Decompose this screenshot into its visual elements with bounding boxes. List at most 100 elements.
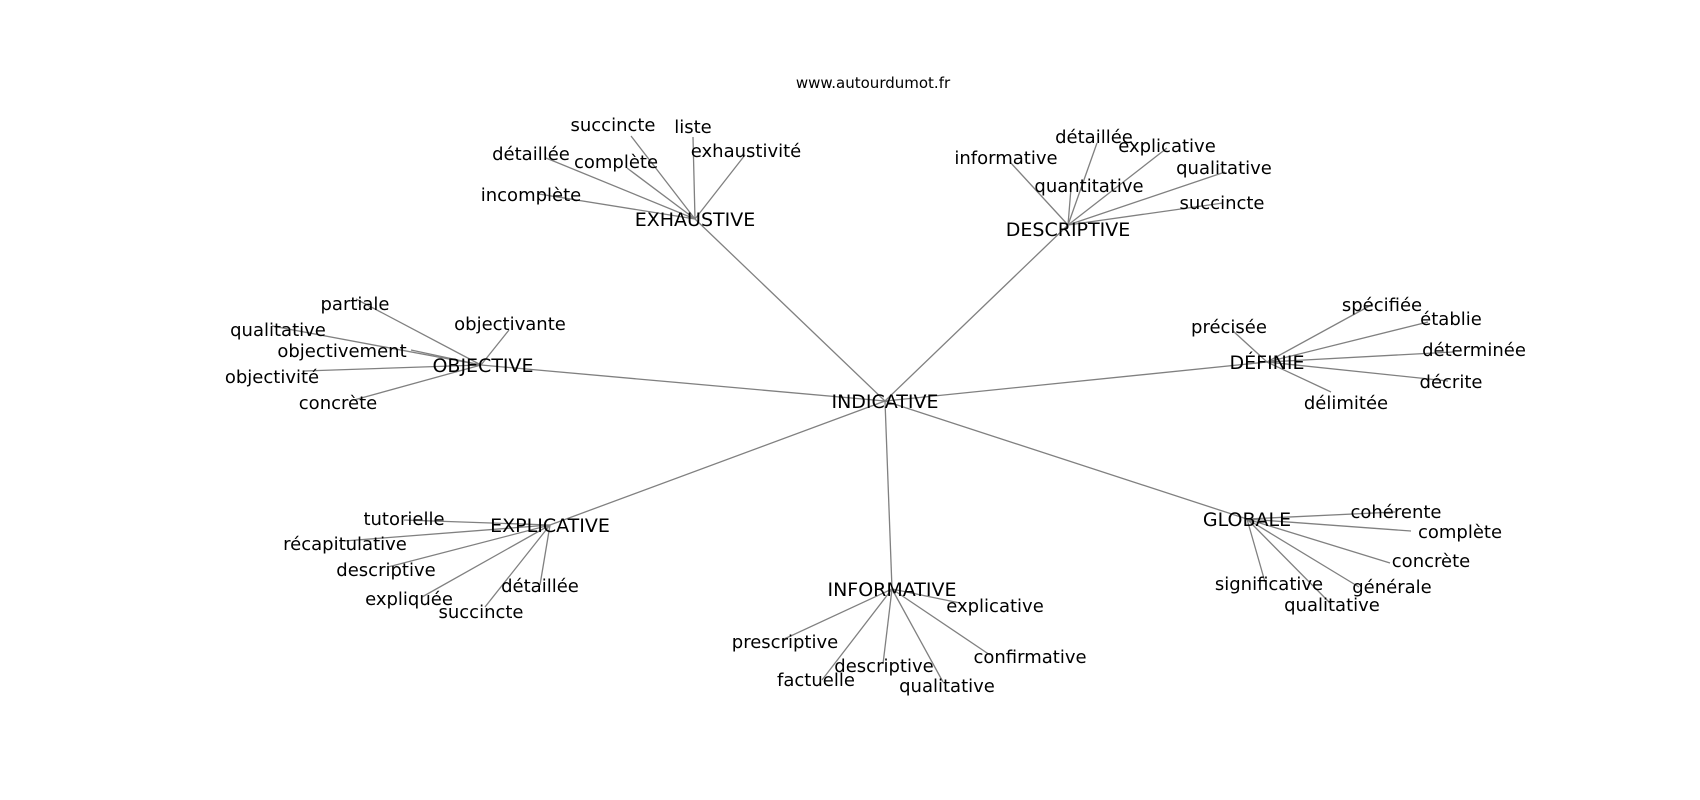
edge-hub-to-word <box>1266 303 1374 363</box>
word-node-label: descriptive <box>834 656 933 677</box>
word-node-label: concrète <box>1392 551 1470 572</box>
edge-center-to-hub <box>884 224 1069 402</box>
word-node-label: détaillée <box>492 144 570 165</box>
word-node-label: objectivante <box>454 314 566 335</box>
word-node-label: factuelle <box>777 670 855 691</box>
edge-hub-to-word <box>387 524 551 568</box>
word-node-label: qualitative <box>899 676 995 697</box>
word-node-label: délimitée <box>1304 393 1388 414</box>
edge-hub-to-word <box>271 325 482 366</box>
edge-hub-to-word <box>1266 361 1449 382</box>
hub-node-label: DESCRIPTIVE <box>1006 219 1130 241</box>
word-node-label: détaillée <box>501 576 579 597</box>
edge-hub-to-word <box>891 588 944 683</box>
word-node-label: tutorielle <box>363 509 444 530</box>
edge-hub-to-word <box>480 329 510 366</box>
word-node-label: qualitative <box>230 320 326 341</box>
edge-hub-to-word <box>484 524 551 608</box>
word-node-label: détaillée <box>1055 127 1133 148</box>
graph-labels: www.autourdumot.fr INDICATIVE succincte l… <box>225 74 1526 697</box>
edge-hub-to-word <box>821 588 893 681</box>
edge-hub-to-word <box>626 167 696 220</box>
edge-hub-to-word <box>1067 202 1224 226</box>
word-node-label: spécifiée <box>1342 295 1422 316</box>
edge-hub-to-word <box>1232 330 1268 363</box>
word-node-label: précisée <box>1191 317 1267 338</box>
word-node-label: complète <box>1418 522 1502 543</box>
edge-hub-to-word <box>355 298 482 366</box>
edge-hub-to-word <box>1067 171 1226 226</box>
edge-center-to-hub <box>884 400 893 590</box>
edge-hub-to-word <box>1266 321 1429 363</box>
word-node-label: qualitative <box>1176 158 1272 179</box>
hub-node-label: INFORMATIVE <box>827 579 956 601</box>
edge-hub-to-word <box>891 588 991 656</box>
hub-node-label: DÉFINIE <box>1230 351 1305 374</box>
word-node-label: liste <box>674 117 712 138</box>
edge-hub-to-word <box>421 524 551 598</box>
edge-hub-to-word <box>539 524 551 586</box>
word-node-label: récapitulative <box>283 534 407 555</box>
hub-node-label: OBJECTIVE <box>432 355 533 377</box>
edge-hub-to-word <box>1246 518 1412 532</box>
word-node-label: succincte <box>438 602 523 623</box>
edge-hub-to-word <box>1246 511 1396 520</box>
word-node-label: partiale <box>320 294 389 315</box>
word-node-label: générale <box>1352 577 1432 598</box>
edge-hub-to-word <box>353 364 482 401</box>
word-node-label: complète <box>574 152 658 173</box>
edge-hub-to-word <box>882 588 893 665</box>
word-node-label: significative <box>1215 574 1323 595</box>
word-node-label: prescriptive <box>732 632 838 653</box>
word-node-label: expliquée <box>365 589 453 610</box>
site-url: www.autourdumot.fr <box>796 74 951 92</box>
edge-hub-to-word <box>1067 147 1168 226</box>
word-node-label: informative <box>954 148 1057 169</box>
word-node-label: confirmative <box>973 647 1086 668</box>
edge-hub-to-word <box>1246 518 1360 588</box>
graph-edges <box>271 135 1454 683</box>
edge-center-to-hub <box>549 400 886 526</box>
word-node-label: quantitative <box>1034 176 1143 197</box>
word-node-label: descriptive <box>336 560 435 581</box>
edge-hub-to-word <box>403 519 551 526</box>
edge-center-to-hub <box>884 361 1268 402</box>
edge-hub-to-word <box>1246 518 1331 604</box>
word-node-label: explicative <box>946 596 1044 617</box>
word-node-label: succincte <box>1179 193 1264 214</box>
edge-hub-to-word <box>694 154 746 220</box>
edge-center-to-hub <box>884 400 1248 520</box>
edge-hub-to-word <box>1246 518 1266 583</box>
edge-hub-to-word <box>1067 187 1072 226</box>
hub-node-label: EXHAUSTIVE <box>635 209 756 231</box>
edge-hub-to-word <box>538 193 696 220</box>
word-node-label: concrète <box>299 393 377 414</box>
edge-hub-to-word <box>303 364 482 372</box>
edge-hub-to-word <box>410 349 482 366</box>
word-node-label: explicative <box>1118 136 1216 157</box>
edge-hub-to-word <box>1266 361 1332 393</box>
word-node-label: exhaustivité <box>691 141 801 162</box>
word-node-label: établie <box>1420 309 1482 330</box>
edge-hub-to-word <box>692 136 696 220</box>
word-node-label: décrite <box>1420 372 1483 393</box>
hub-node-label: GLOBALE <box>1203 509 1291 531</box>
edge-center-to-hub <box>694 218 886 402</box>
word-node-label: objectivement <box>277 341 406 362</box>
edge-hub-to-word <box>1067 142 1098 226</box>
edge-hub-to-word <box>891 588 961 604</box>
edge-hub-to-word <box>630 135 696 220</box>
edge-hub-to-word <box>1266 351 1454 363</box>
center-node-label: INDICATIVE <box>831 391 938 413</box>
word-node-label: incomplète <box>481 185 582 206</box>
edge-center-to-hub <box>480 364 886 402</box>
edge-hub-to-word <box>781 588 893 641</box>
edge-hub-to-word <box>1009 161 1069 226</box>
edge-hub-to-word <box>545 157 696 220</box>
hub-node-label: EXPLICATIVE <box>490 515 610 537</box>
edge-hub-to-word <box>343 524 551 542</box>
word-node-label: objectivité <box>225 367 319 388</box>
edge-hub-to-word <box>1246 518 1391 564</box>
word-node-label: qualitative <box>1284 595 1380 616</box>
